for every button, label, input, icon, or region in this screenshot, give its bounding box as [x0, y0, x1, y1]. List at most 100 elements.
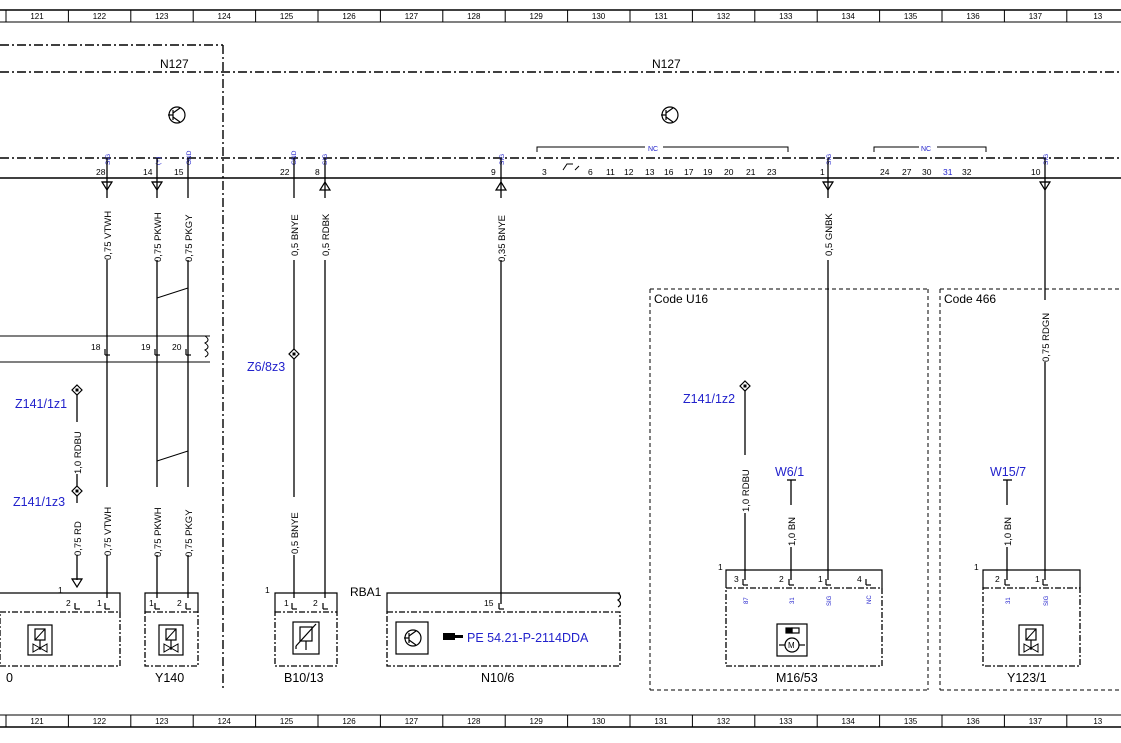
- wire-label: 0,75 VTWH: [103, 211, 114, 260]
- top-ruler-label: 134: [842, 12, 856, 21]
- top-ruler-label: 130: [592, 12, 606, 21]
- pin-number: 15: [174, 167, 184, 177]
- top-ruler-label: 13: [1093, 12, 1102, 21]
- signal-label: SIG: [827, 595, 833, 606]
- pin-number: 19: [141, 342, 151, 352]
- signal-label: SIG: [826, 154, 833, 165]
- signal-label: NC: [867, 595, 873, 604]
- svg-text:M: M: [788, 641, 795, 650]
- wire-label: 0,5 GNBK: [824, 213, 835, 256]
- pin-number: 1: [974, 562, 979, 572]
- pin-number: 24: [880, 167, 890, 177]
- top-ruler-label: 122: [93, 12, 107, 21]
- pin-number: 1: [820, 167, 825, 177]
- signal-label: SIG: [105, 154, 112, 165]
- top-ruler-label: 128: [467, 12, 481, 21]
- pin-number: 6: [588, 167, 593, 177]
- bottom-ruler-label: 122: [93, 717, 107, 726]
- top-ruler-label: 123: [155, 12, 169, 21]
- pin-number: 1: [818, 574, 823, 584]
- wire-label: 1,0 BN: [1003, 517, 1014, 546]
- wire-label: 1,0 RDBU: [73, 431, 84, 474]
- pin-number: 15: [484, 598, 494, 608]
- motor-icon: M: [776, 623, 808, 657]
- wire-label: 0,75 PKGY: [184, 214, 195, 262]
- splice-icon: [739, 380, 751, 392]
- pin-number: 1: [58, 585, 63, 595]
- bottom-ruler-label: 133: [779, 717, 793, 726]
- splice-icon: [71, 485, 83, 497]
- bottom-ruler-label: 124: [218, 717, 232, 726]
- bottom-ruler-label: 128: [467, 717, 481, 726]
- pin-number: 27: [902, 167, 912, 177]
- wire-label: 0,75 RDGN: [1041, 313, 1052, 362]
- transistor-icon: [660, 106, 679, 124]
- wire-label: 0,75 PKWH: [153, 212, 164, 262]
- module-icon: [395, 621, 429, 655]
- pin-number: 19: [703, 167, 713, 177]
- signal-label: SIG: [1044, 595, 1050, 606]
- svg-text:2: 2: [66, 598, 71, 608]
- top-ruler-label: 127: [405, 12, 419, 21]
- splice-icon: [288, 348, 300, 360]
- top-ruler-label: 126: [342, 12, 356, 21]
- wire-label: 0,75 RD: [73, 521, 84, 556]
- pin-number: 31: [943, 167, 953, 177]
- ref-link[interactable]: Z141/1z1: [15, 397, 67, 411]
- pin-number: 30: [922, 167, 932, 177]
- splice-icon: [71, 384, 83, 396]
- component-name: Y140: [155, 671, 184, 685]
- ref-link[interactable]: W6/1: [775, 465, 804, 479]
- pin-number: 1: [149, 598, 154, 608]
- pin-number: 28: [96, 167, 106, 177]
- component-name: Y123/1: [1007, 671, 1047, 685]
- pin-number: 1: [1035, 574, 1040, 584]
- wire-label: 1,0 RDBU: [741, 469, 752, 512]
- ref-link[interactable]: Z141/1z2: [683, 392, 735, 406]
- code-label: Code U16: [654, 292, 708, 306]
- component-name: N10/6: [481, 671, 514, 685]
- pin-number: 12: [624, 167, 634, 177]
- top-ruler: [0, 9, 1121, 23]
- pin-number: 13: [645, 167, 655, 177]
- pin-number: 16: [664, 167, 674, 177]
- pin-number: 20: [724, 167, 734, 177]
- pin-number: 32: [962, 167, 972, 177]
- top-ruler-label: 137: [1029, 12, 1043, 21]
- signal-label: 87: [744, 597, 750, 604]
- ref-link[interactable]: Z141/1z3: [13, 495, 65, 509]
- pin-number: 2: [995, 574, 1000, 584]
- wire-label: 0,35 BNYE: [497, 215, 508, 262]
- bottom-ruler-label: 129: [530, 717, 544, 726]
- pin-number: 1: [265, 585, 270, 595]
- pin-number: 14: [143, 167, 153, 177]
- sensor-icon: [292, 621, 320, 655]
- pin-number: 21: [746, 167, 756, 177]
- pin-number: 1: [718, 562, 723, 572]
- top-ruler-label: 131: [654, 12, 668, 21]
- bottom-ruler-label: 126: [342, 717, 356, 726]
- top-ruler-label: 133: [779, 12, 793, 21]
- pin-number: 23: [767, 167, 777, 177]
- bottom-ruler-label: 137: [1029, 717, 1043, 726]
- pin-number: 2: [779, 574, 784, 584]
- bottom-ruler-label: 136: [966, 717, 980, 726]
- wire-label: 0,5 RDBK: [321, 213, 332, 256]
- pin-number: 22: [280, 167, 290, 177]
- rba-label: RBA1: [350, 585, 382, 599]
- ref-link[interactable]: Z6/8z3: [247, 360, 285, 374]
- top-ruler-label: 136: [966, 12, 980, 21]
- signal-label: 31: [1006, 597, 1012, 604]
- bottom-ruler-label: 127: [405, 717, 419, 726]
- wire-label: 0,5 BNYE: [290, 512, 301, 554]
- bottom-ruler-label: 130: [592, 717, 606, 726]
- wire-label: 1,0 BN: [787, 517, 798, 546]
- nc-label: NC: [921, 146, 931, 153]
- bottom-ruler-label: 123: [155, 717, 169, 726]
- bottom-ruler-label: 134: [842, 717, 856, 726]
- bottom-ruler-label: 121: [30, 717, 44, 726]
- ref-link[interactable]: PE 54.21-P-2114DDA: [467, 631, 589, 645]
- bottom-ruler-label: 131: [654, 717, 668, 726]
- ref-link[interactable]: W15/7: [990, 465, 1026, 479]
